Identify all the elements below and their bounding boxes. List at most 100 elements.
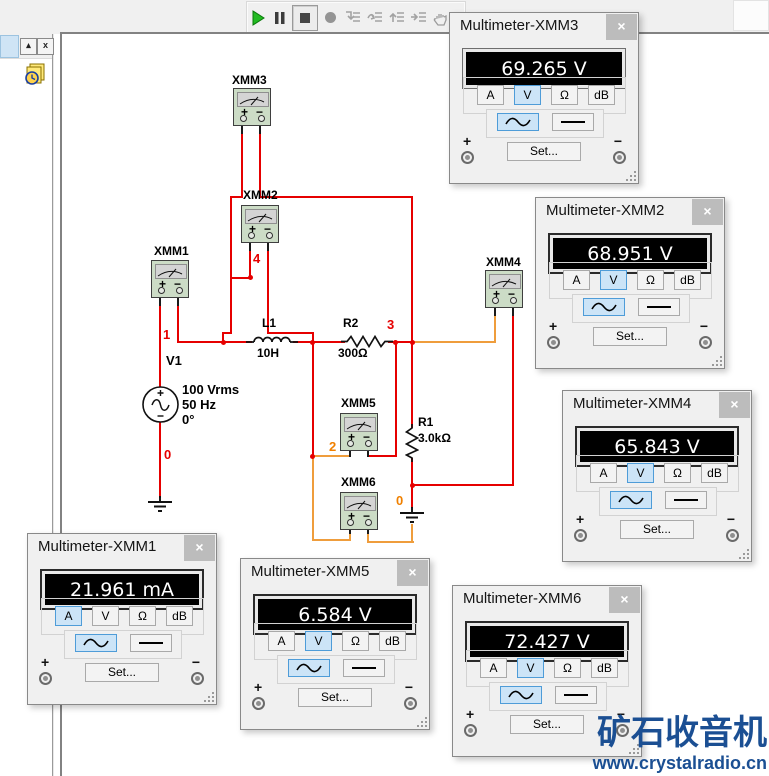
resistor-r1-symbol[interactable] <box>405 424 419 462</box>
dc-coupling-button[interactable] <box>555 686 597 704</box>
window-title[interactable]: Multimeter-XMM4 <box>573 395 692 412</box>
xmm3-symbol[interactable]: +− <box>233 88 271 126</box>
wire-xmm4-plus-horizontal[interactable] <box>413 341 496 343</box>
resize-grip[interactable] <box>416 716 427 727</box>
wire-xmm6-minus[interactable] <box>367 533 369 543</box>
mode-volt-button[interactable]: V <box>305 631 332 651</box>
close-icon[interactable]: × <box>397 560 428 586</box>
mode-volt-button[interactable]: V <box>517 658 544 678</box>
panel-collapse-button[interactable]: ▴ <box>20 38 37 55</box>
mode-volt-button[interactable]: V <box>627 463 654 483</box>
multimeter-window-xmm5[interactable]: Multimeter-XMM5 × 6.584 V A V Ω dB + − S… <box>240 558 430 730</box>
window-title[interactable]: Multimeter-XMM1 <box>38 538 157 555</box>
wire-net4-vertical[interactable] <box>230 196 232 333</box>
wire[interactable] <box>312 332 314 343</box>
stop-button-pressed[interactable] <box>292 4 318 31</box>
wire-top-horizontal[interactable] <box>259 196 413 198</box>
set-button[interactable]: Set... <box>510 715 584 734</box>
mode-db-button[interactable]: dB <box>379 631 406 651</box>
dc-coupling-button[interactable] <box>130 634 172 652</box>
wire-xmm6-plus[interactable] <box>349 533 351 541</box>
set-button[interactable]: Set... <box>593 327 667 346</box>
wire[interactable] <box>222 332 232 334</box>
mode-volt-button[interactable]: V <box>514 85 541 105</box>
wire-net1[interactable] <box>159 305 161 387</box>
xmm4-symbol[interactable]: +− <box>485 270 523 308</box>
ground-symbol[interactable] <box>399 507 425 524</box>
wire-net0-load[interactable] <box>411 524 413 543</box>
mode-ampere-button[interactable]: A <box>590 463 617 483</box>
wire-xmm3-minus[interactable] <box>259 133 261 198</box>
mode-ohm-button[interactable]: Ω <box>342 631 369 651</box>
inductor-l1-symbol[interactable] <box>246 335 298 347</box>
set-button[interactable]: Set... <box>85 663 159 682</box>
window-title[interactable]: Multimeter-XMM5 <box>251 563 370 580</box>
dc-coupling-button[interactable] <box>552 113 594 131</box>
wire-xmm2-plus[interactable] <box>249 250 251 279</box>
set-button[interactable]: Set... <box>298 688 372 707</box>
wire-xmm4-minus-horizontal[interactable] <box>411 484 514 486</box>
mode-volt-button[interactable]: V <box>92 606 119 626</box>
wire[interactable] <box>222 332 224 343</box>
mode-volt-button[interactable]: V <box>600 270 627 290</box>
resize-grip[interactable] <box>711 355 722 366</box>
wire-net2-down[interactable] <box>312 457 314 541</box>
mode-ampere-button[interactable]: A <box>268 631 295 651</box>
ground-symbol[interactable] <box>147 496 173 513</box>
wire-main-mid[interactable] <box>293 341 345 343</box>
dc-coupling-button[interactable] <box>343 659 385 677</box>
wire-xmm5-minus-vertical[interactable] <box>395 341 397 457</box>
close-icon[interactable]: × <box>719 392 750 418</box>
mode-db-button[interactable]: dB <box>701 463 728 483</box>
resize-grip[interactable] <box>203 691 214 702</box>
resize-grip[interactable] <box>738 548 749 559</box>
panel-close-button[interactable]: x <box>37 38 54 55</box>
ac-coupling-button[interactable] <box>75 634 117 652</box>
wire-xmm2-minus[interactable] <box>267 250 269 334</box>
mode-ampere-button[interactable]: A <box>563 270 590 290</box>
mode-db-button[interactable]: dB <box>674 270 701 290</box>
resize-grip[interactable] <box>625 170 636 181</box>
wire-xmm3-plus[interactable] <box>241 133 243 197</box>
multimeter-window-xmm1[interactable]: Multimeter-XMM1 × 21.961 mA A V Ω dB + −… <box>27 533 217 705</box>
multimeter-window-xmm4[interactable]: Multimeter-XMM4 × 65.843 V A V Ω dB + − … <box>562 390 752 562</box>
wire-net2-vertical[interactable] <box>312 341 314 457</box>
ac-coupling-button[interactable] <box>497 113 539 131</box>
ac-coupling-button[interactable] <box>583 298 625 316</box>
wire-net3-vertical[interactable] <box>411 196 413 428</box>
in-use-list-icon[interactable] <box>23 62 47 91</box>
wire-main-right[interactable] <box>388 341 413 343</box>
wire-xmm6-plus-horizontal[interactable] <box>312 539 351 541</box>
mode-ampere-button[interactable]: A <box>480 658 507 678</box>
xmm1-symbol[interactable]: +− <box>151 260 189 298</box>
wire-xmm4-plus[interactable] <box>494 315 496 342</box>
multimeter-window-xmm2[interactable]: Multimeter-XMM2 × 68.951 V A V Ω dB + − … <box>535 197 725 369</box>
dc-coupling-button[interactable] <box>665 491 707 509</box>
mode-db-button[interactable]: dB <box>166 606 193 626</box>
close-icon[interactable]: × <box>184 535 215 561</box>
mode-ohm-button[interactable]: Ω <box>129 606 156 626</box>
step-out-icon[interactable] <box>385 5 407 31</box>
panel-active-tab[interactable] <box>0 35 19 58</box>
pan-hand-icon[interactable] <box>429 5 451 31</box>
ac-coupling-button[interactable] <box>500 686 542 704</box>
mode-ohm-button[interactable]: Ω <box>551 85 578 105</box>
dc-coupling-button[interactable] <box>638 298 680 316</box>
multimeter-window-xmm3[interactable]: Multimeter-XMM3 × 69.265 V A V Ω dB + − … <box>449 12 639 184</box>
set-button[interactable]: Set... <box>507 142 581 161</box>
xmm6-symbol[interactable]: +− <box>340 492 378 530</box>
close-icon[interactable]: × <box>606 14 637 40</box>
wire[interactable] <box>267 332 314 334</box>
wire-net2-horizontal[interactable] <box>312 455 351 457</box>
wire-net4-spur[interactable] <box>230 277 251 279</box>
mode-ohm-button[interactable]: Ω <box>637 270 664 290</box>
wire-xmm4-minus[interactable] <box>512 315 514 486</box>
wire-xmm6-minus-horizontal[interactable] <box>367 541 414 543</box>
step-into-icon[interactable] <box>341 5 363 31</box>
ac-coupling-button[interactable] <box>610 491 652 509</box>
resistor-r2-symbol[interactable] <box>341 335 393 348</box>
close-icon[interactable]: × <box>692 199 723 225</box>
wire-xmm1-minus[interactable] <box>177 305 179 343</box>
run-to-cursor-icon[interactable] <box>407 5 429 31</box>
xmm2-symbol[interactable]: +− <box>241 205 279 243</box>
